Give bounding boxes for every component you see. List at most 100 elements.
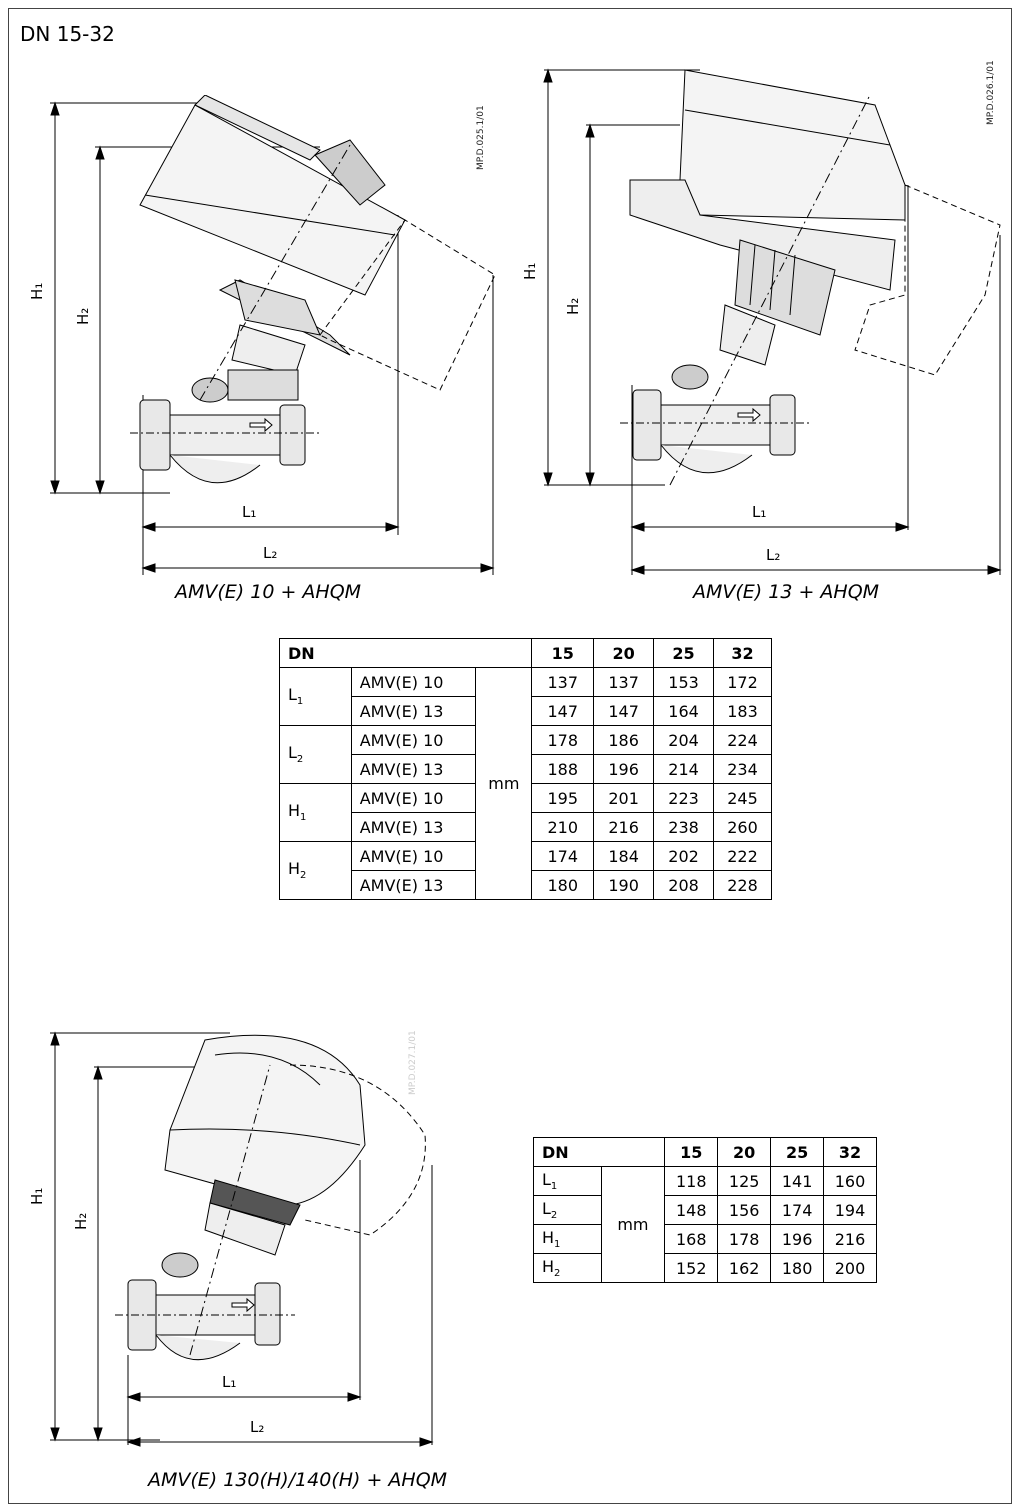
value-cell: 137 [531, 667, 595, 697]
model-cell: AMV(E) 10 [350, 783, 477, 813]
value-cell: 260 [713, 812, 772, 842]
caption-amv-130-140: AMV(E) 130(H)/140(H) + AHQM [148, 1469, 448, 1491]
value-cell: 194 [823, 1195, 877, 1225]
value-cell: 224 [713, 725, 772, 755]
value-cell: 168 [664, 1224, 719, 1254]
model-cell: AMV(E) 13 [350, 754, 477, 784]
value-cell: 202 [653, 841, 715, 871]
value-cell: 172 [713, 667, 772, 697]
header-32: 32 [713, 638, 772, 668]
drawing-code-1: MP.D.025.1/01 [476, 105, 486, 170]
label-h2: H₂ [74, 308, 92, 325]
dim-label: L1 [279, 667, 352, 726]
label-l2: L₂ [263, 544, 277, 562]
value-cell: 195 [531, 783, 595, 813]
label-h1: H₁ [28, 283, 46, 300]
value-cell: 164 [653, 696, 715, 726]
value-cell: 137 [593, 667, 655, 697]
value-cell: 245 [713, 783, 772, 813]
value-cell: 210 [531, 812, 595, 842]
label-l1: L₁ [752, 503, 766, 521]
model-cell: AMV(E) 13 [350, 870, 477, 900]
value-cell: 188 [531, 754, 595, 784]
dim-label: L2 [279, 725, 352, 784]
value-cell: 228 [713, 870, 772, 900]
drawing-code-3: MP.D.027.1/01 [408, 1030, 418, 1095]
drawing-code-2: MP.D.026.1/01 [986, 60, 996, 125]
header-20: 20 [593, 638, 655, 668]
value-cell: 178 [531, 725, 595, 755]
dim-label: H1 [533, 1224, 602, 1254]
header-15: 15 [531, 638, 595, 668]
unit-cell: mm [475, 667, 533, 900]
header-15: 15 [664, 1137, 719, 1167]
value-cell: 141 [770, 1166, 825, 1196]
drawing-amv-130-140: H₁ H₂ L₁ L₂ [28, 1031, 434, 1447]
value-cell: 190 [593, 870, 655, 900]
dim-label: L1 [533, 1166, 602, 1196]
drawing-amv-10: H₁ H₂ L₁ L₂ [28, 95, 496, 575]
label-h1: H₁ [521, 263, 539, 280]
header-dn: DN [278, 638, 533, 668]
label-h2: H₂ [564, 298, 582, 315]
value-cell: 184 [593, 841, 655, 871]
unit-cell: mm [600, 1166, 666, 1283]
dim-label: L2 [533, 1195, 602, 1225]
value-cell: 208 [653, 870, 715, 900]
dim-label: H1 [279, 783, 352, 842]
model-cell: AMV(E) 10 [350, 725, 477, 755]
value-cell: 174 [531, 841, 595, 871]
header-32: 32 [823, 1137, 877, 1167]
value-cell: 216 [823, 1224, 877, 1254]
value-cell: 186 [593, 725, 655, 755]
header-dn: DN [532, 1137, 666, 1167]
value-cell: 125 [717, 1166, 772, 1196]
value-cell: 204 [653, 725, 715, 755]
value-cell: 234 [713, 754, 772, 784]
value-cell: 222 [713, 841, 772, 871]
value-cell: 238 [653, 812, 715, 842]
caption-amv-10: AMV(E) 10 + AHQM [175, 581, 362, 603]
caption-amv-13: AMV(E) 13 + AHQM [693, 581, 880, 603]
page-frame [8, 8, 1012, 1504]
value-cell: 147 [593, 696, 655, 726]
value-cell: 201 [593, 783, 655, 813]
value-cell: 156 [717, 1195, 772, 1225]
model-cell: AMV(E) 13 [350, 696, 477, 726]
label-l2: L₂ [766, 546, 780, 564]
header-25: 25 [770, 1137, 825, 1167]
value-cell: 118 [664, 1166, 719, 1196]
value-cell: 180 [770, 1253, 825, 1283]
label-l1: L₁ [222, 1373, 236, 1391]
dim-label: H2 [533, 1253, 602, 1283]
value-cell: 183 [713, 696, 772, 726]
value-cell: 216 [593, 812, 655, 842]
dim-label: H2 [279, 841, 352, 900]
dimension-table-1: DN 15 20 25 32 L1 AMV(E) 10 mm 137 137 1… [278, 638, 772, 900]
model-cell: AMV(E) 13 [350, 812, 477, 842]
label-l1: L₁ [242, 503, 256, 521]
section-title: DN 15-32 [20, 22, 115, 46]
value-cell: 147 [531, 696, 595, 726]
header-20: 20 [717, 1137, 772, 1167]
value-cell: 148 [664, 1195, 719, 1225]
value-cell: 196 [770, 1224, 825, 1254]
label-h1: H₁ [28, 1188, 46, 1205]
value-cell: 174 [770, 1195, 825, 1225]
value-cell: 162 [717, 1253, 772, 1283]
dimension-table-2: DN 15 20 25 32 L1 mm 118 125 141 160 L2 … [532, 1137, 877, 1283]
value-cell: 200 [823, 1253, 877, 1283]
header-25: 25 [653, 638, 715, 668]
drawing-amv-13: H₁ H₂ L₁ L₂ [521, 68, 1002, 575]
value-cell: 223 [653, 783, 715, 813]
value-cell: 214 [653, 754, 715, 784]
value-cell: 178 [717, 1224, 772, 1254]
value-cell: 180 [531, 870, 595, 900]
label-l2: L₂ [250, 1418, 264, 1436]
value-cell: 196 [593, 754, 655, 784]
value-cell: 153 [653, 667, 715, 697]
value-cell: 152 [664, 1253, 719, 1283]
model-cell: AMV(E) 10 [350, 841, 477, 871]
label-h2: H₂ [72, 1213, 90, 1230]
model-cell: AMV(E) 10 [350, 667, 477, 697]
